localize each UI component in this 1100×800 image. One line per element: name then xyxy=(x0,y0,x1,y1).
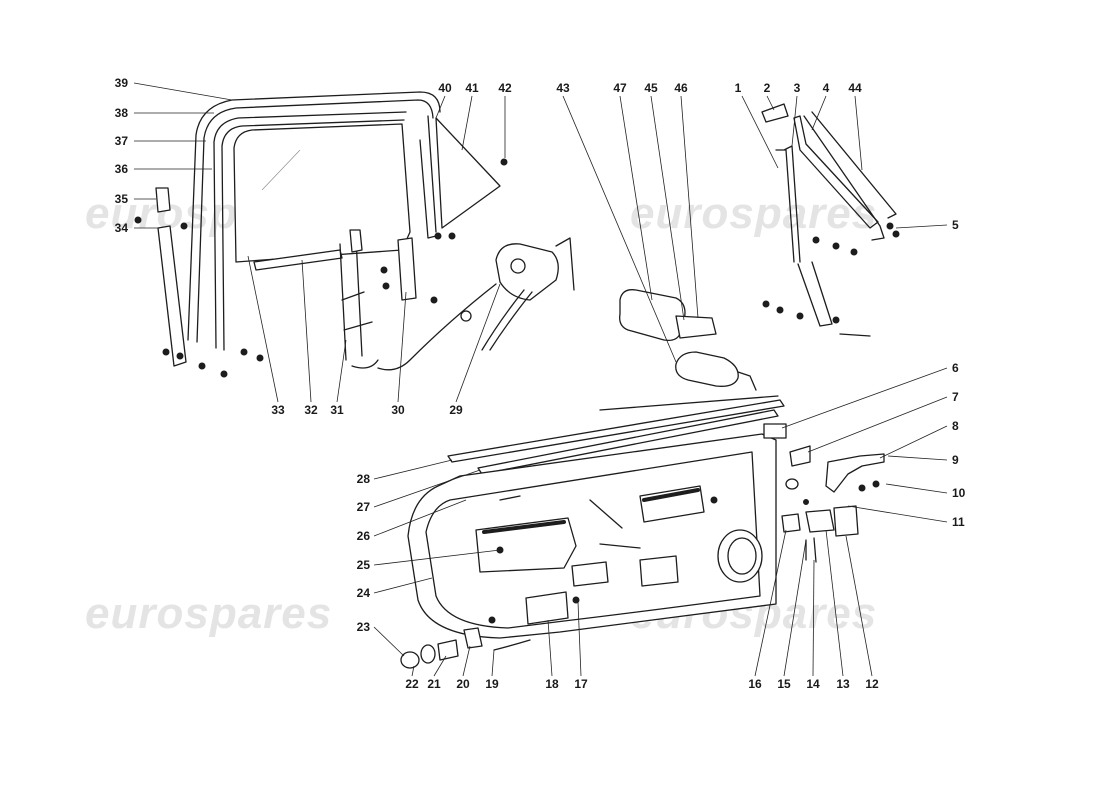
quarter-frame-2 xyxy=(419,139,437,239)
front-runner xyxy=(157,225,187,367)
mirror-assembly xyxy=(619,289,757,391)
callout-25: 25 xyxy=(357,558,371,572)
rear-seal xyxy=(811,111,897,219)
callout-15: 15 xyxy=(777,677,791,691)
callout-labels: 1 2 3 4 5 6 7 8 9 10 11 12 13 14 15 16 1… xyxy=(115,76,966,691)
callout-39: 39 xyxy=(115,76,129,90)
quarter-frame xyxy=(427,115,437,233)
regulator-link xyxy=(351,359,379,369)
door-inner-panel xyxy=(425,451,761,629)
callout-16: 16 xyxy=(748,677,762,691)
callout-43: 43 xyxy=(556,81,570,95)
rear-frame-assembly xyxy=(761,103,900,337)
seal-outer-2 xyxy=(196,99,434,343)
callout-10: 10 xyxy=(952,486,966,500)
callout-42: 42 xyxy=(498,81,512,95)
access-opening-4 xyxy=(571,561,609,587)
watermark-bottom-left: eurospares xyxy=(85,589,332,638)
callout-4: 4 xyxy=(823,81,830,95)
window-motor xyxy=(377,237,575,371)
leader-lines xyxy=(133,82,948,677)
speaker-housing xyxy=(717,529,763,583)
callout-14: 14 xyxy=(806,677,820,691)
callout-2: 2 xyxy=(764,81,771,95)
callout-12: 12 xyxy=(865,677,879,691)
lock-cylinder xyxy=(400,627,483,669)
glass-channel xyxy=(253,249,343,271)
callout-21: 21 xyxy=(427,677,441,691)
callout-17: 17 xyxy=(574,677,588,691)
door-panel-assembly xyxy=(400,395,885,669)
callout-19: 19 xyxy=(485,677,499,691)
callout-44: 44 xyxy=(848,81,862,95)
rear-frame-2 xyxy=(803,115,885,241)
callout-20: 20 xyxy=(456,677,470,691)
callout-3: 3 xyxy=(794,81,801,95)
callout-35: 35 xyxy=(115,192,129,206)
callout-9: 9 xyxy=(952,453,959,467)
callout-26: 26 xyxy=(357,529,371,543)
callout-5: 5 xyxy=(952,218,959,232)
callout-28: 28 xyxy=(357,472,371,486)
callout-29: 29 xyxy=(449,403,463,417)
seal-inner xyxy=(213,111,407,349)
callout-30: 30 xyxy=(391,403,405,417)
window-glass-assembly xyxy=(134,91,575,378)
mirror-housing xyxy=(619,289,686,342)
callout-33: 33 xyxy=(271,403,285,417)
callout-31: 31 xyxy=(330,403,344,417)
callout-32: 32 xyxy=(304,403,318,417)
rear-runner xyxy=(797,261,833,327)
callout-27: 27 xyxy=(357,500,371,514)
runner-cap xyxy=(155,187,171,213)
callout-45: 45 xyxy=(644,81,658,95)
callout-47: 47 xyxy=(613,81,627,95)
callout-11: 11 xyxy=(952,515,965,529)
seal-inner-2 xyxy=(221,119,405,351)
callout-22: 22 xyxy=(405,677,419,691)
callout-40: 40 xyxy=(438,81,452,95)
callout-18: 18 xyxy=(545,677,559,691)
callout-23: 23 xyxy=(357,620,371,634)
mirror-base xyxy=(675,315,717,339)
watermark-top-right: eurospares xyxy=(630,189,877,238)
window-guide xyxy=(397,237,417,301)
top-clip xyxy=(761,103,789,123)
access-opening-5 xyxy=(639,555,679,587)
window-glass xyxy=(233,123,411,263)
callout-46: 46 xyxy=(674,81,688,95)
bottom-seal xyxy=(493,639,531,651)
callout-37: 37 xyxy=(115,134,129,148)
quarter-glass xyxy=(435,117,501,229)
callout-34: 34 xyxy=(115,221,129,235)
regulator-clip xyxy=(349,229,363,253)
callout-36: 36 xyxy=(115,162,129,176)
panel-ribs xyxy=(499,495,641,549)
callout-24: 24 xyxy=(357,586,371,600)
callout-6: 6 xyxy=(952,361,959,375)
fasteners-left xyxy=(134,158,508,378)
inner-strip xyxy=(477,409,779,475)
callout-8: 8 xyxy=(952,419,959,433)
callout-1: 1 xyxy=(735,81,742,95)
fasteners-right xyxy=(762,222,900,337)
callout-7: 7 xyxy=(952,390,959,404)
callout-38: 38 xyxy=(115,106,129,120)
latch-hardware xyxy=(763,423,885,563)
mirror-cable xyxy=(737,371,757,391)
callout-41: 41 xyxy=(465,81,479,95)
access-opening-2 xyxy=(639,485,705,523)
callout-13: 13 xyxy=(836,677,850,691)
mirror-lower xyxy=(675,351,739,387)
door-shell xyxy=(407,433,777,639)
access-opening-3 xyxy=(525,591,569,625)
glass-reflection xyxy=(261,149,301,191)
waist-seal xyxy=(599,395,779,411)
window-regulator xyxy=(339,237,373,361)
